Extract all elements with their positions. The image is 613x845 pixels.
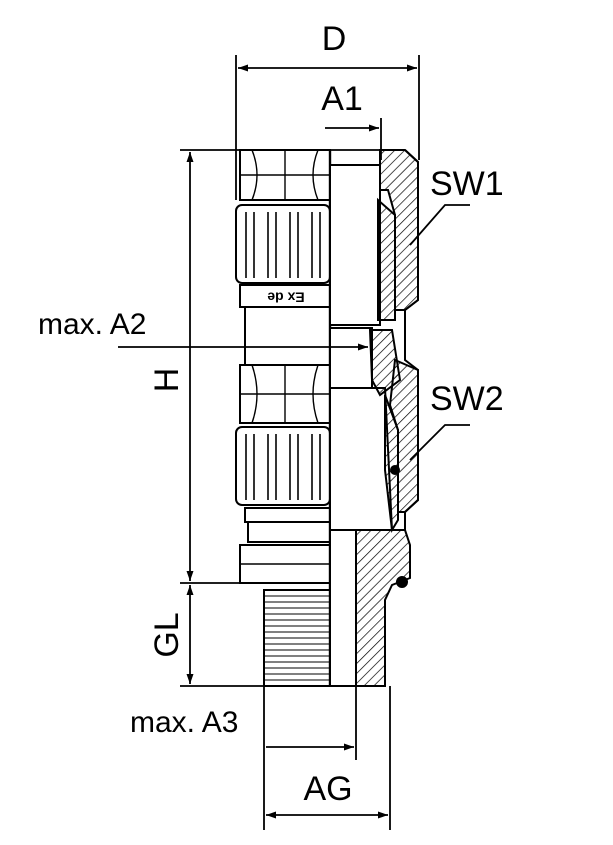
label-AG: AG xyxy=(303,770,352,808)
label-SW2: SW2 xyxy=(430,380,504,418)
label-D: D xyxy=(322,20,347,58)
gland-external-view xyxy=(235,149,332,687)
ex-marking: Ex de xyxy=(267,289,305,305)
label-A1: A1 xyxy=(321,80,363,118)
gland-section-view xyxy=(329,149,419,687)
leader-SW1 xyxy=(409,204,470,246)
seal-insert-section xyxy=(377,197,396,321)
body-section xyxy=(355,529,411,687)
dimension-lines xyxy=(118,55,470,830)
label-GL: GL xyxy=(148,612,186,657)
lower-knurled-ring xyxy=(235,426,331,506)
leader-SW2 xyxy=(409,424,470,461)
upper-knurled-ring xyxy=(235,204,331,284)
label-max-A3: max. A3 xyxy=(130,706,238,739)
label-SW1: SW1 xyxy=(430,165,504,203)
label-max-A2: max. A2 xyxy=(38,308,146,341)
label-H: H xyxy=(148,368,186,393)
